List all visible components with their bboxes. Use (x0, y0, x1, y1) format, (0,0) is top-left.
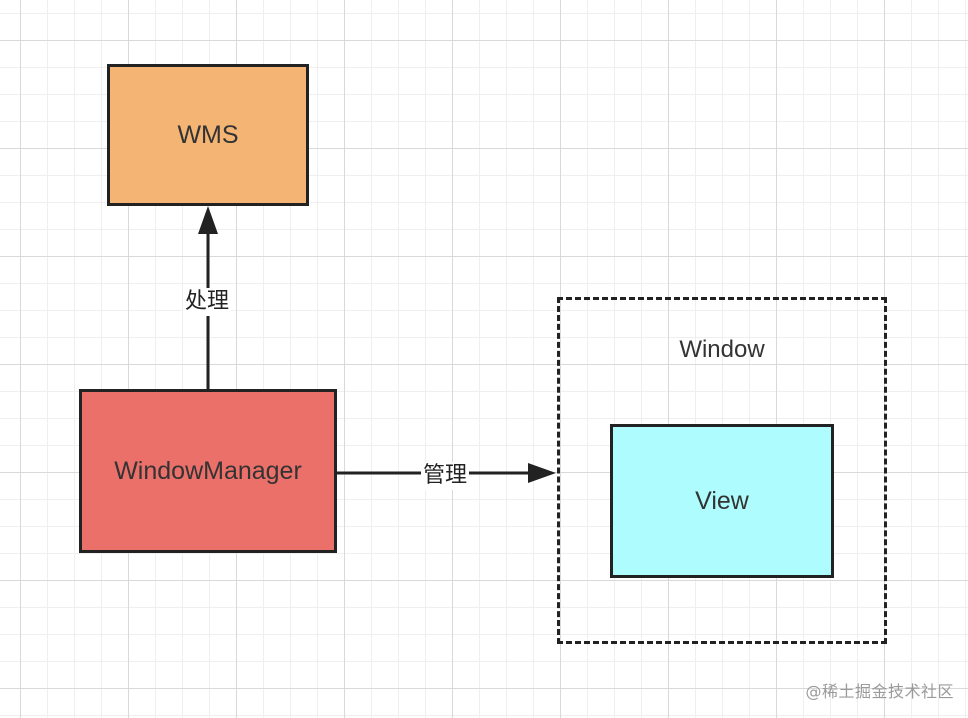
window-label: Window (679, 336, 765, 363)
window-manager-label: WindowManager (114, 456, 302, 485)
window-container[interactable] (557, 297, 887, 644)
edge-label-manage: 管理 (421, 462, 470, 490)
window-manager-node[interactable]: WindowManager (79, 389, 337, 553)
arrowhead-window (528, 463, 556, 483)
arrowhead-wms (198, 206, 218, 234)
view-label: View (695, 486, 749, 515)
wms-label: WMS (177, 120, 239, 149)
wms-node[interactable]: WMS (107, 64, 309, 206)
edge-label-process: 处理 (183, 288, 232, 316)
watermark: @稀土掘金技术社区 (805, 682, 954, 701)
view-node[interactable]: View (610, 424, 834, 578)
